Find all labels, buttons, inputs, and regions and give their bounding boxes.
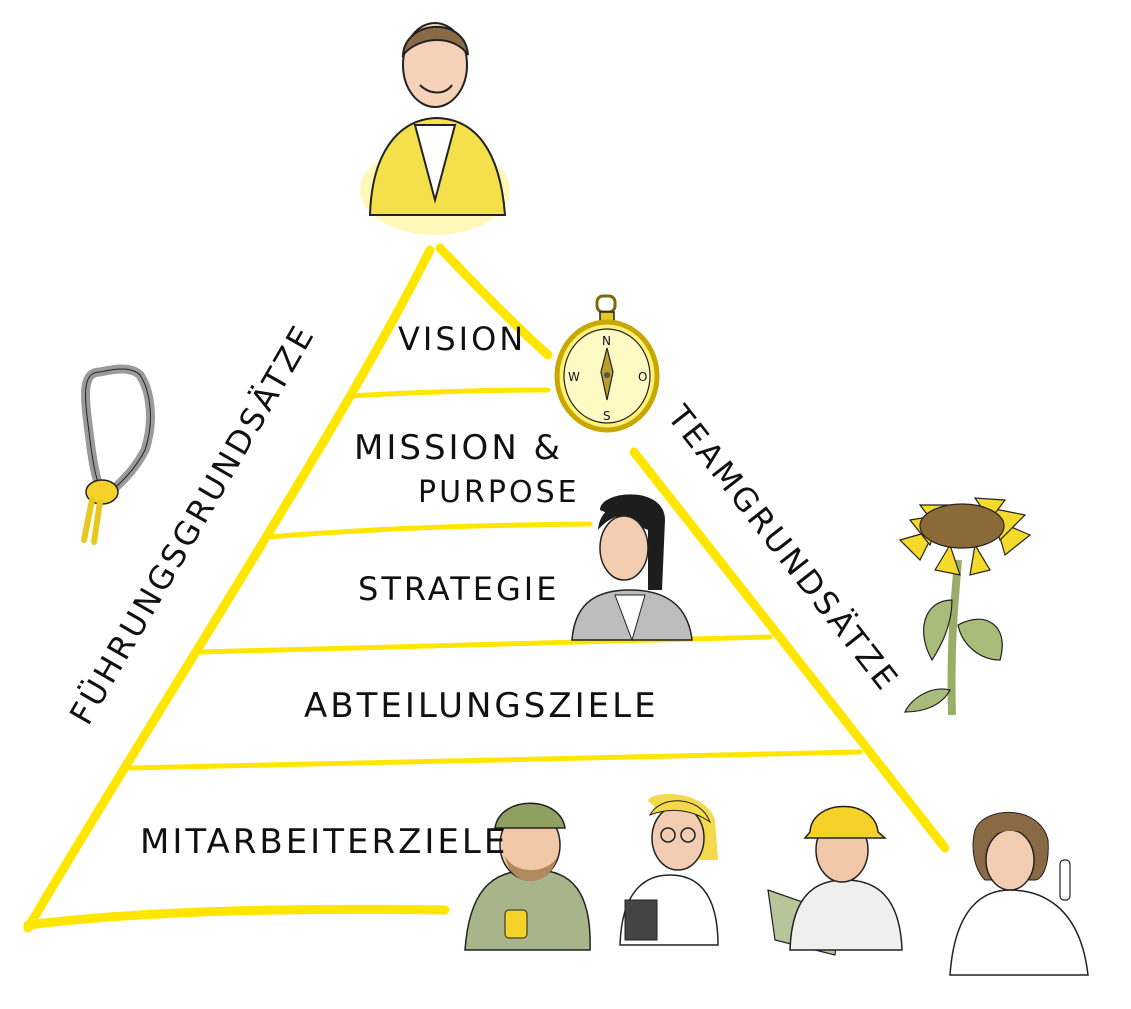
level-strategie: STRATEGIE bbox=[358, 570, 560, 608]
pyramid-dividers bbox=[127, 387, 863, 771]
level-mitarbeiterziele: MITARBEITERZIELE bbox=[140, 822, 509, 862]
carabiner-icon bbox=[81, 364, 155, 545]
compass-north: N bbox=[602, 334, 611, 348]
level-vision: VISION bbox=[398, 320, 527, 358]
compass-south: S bbox=[603, 409, 611, 423]
compass-icon: N W O S bbox=[554, 294, 660, 433]
compass-west: W bbox=[568, 370, 580, 384]
level-abteilungsziele: ABTEILUNGSZIELE bbox=[304, 686, 659, 726]
leader-portrait-icon bbox=[360, 22, 510, 235]
strategist-woman-icon bbox=[571, 494, 693, 642]
level-purpose: PURPOSE bbox=[418, 475, 580, 510]
level-mission: MISSION & bbox=[354, 428, 564, 468]
worker-hardhat-icon bbox=[767, 805, 903, 956]
worker-bearded-icon bbox=[464, 802, 591, 951]
scientist-icon bbox=[949, 811, 1089, 976]
sunflower-icon bbox=[898, 497, 1032, 716]
compass-east: O bbox=[638, 370, 647, 384]
pyramid-outline bbox=[23, 243, 950, 933]
worker-woman-glasses-icon bbox=[619, 794, 719, 946]
